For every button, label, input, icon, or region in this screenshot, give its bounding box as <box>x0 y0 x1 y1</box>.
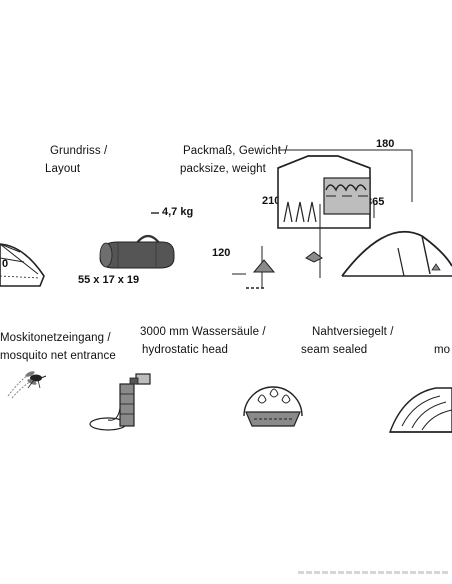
tent-ventilation-icon <box>388 387 452 433</box>
hydrostatic-label-en: hydrostatic head <box>142 344 228 356</box>
seam-sealed-icon <box>243 386 303 427</box>
bottom-decorative-bar <box>0 567 452 577</box>
cut-off-label: mo <box>434 344 451 356</box>
mosquito-label-en: mosquito net entrance <box>0 350 116 362</box>
packsize-label-de: Packmaß, Gewicht / <box>183 145 288 157</box>
layout-floorplan-diagram <box>0 243 45 287</box>
packsize-label-en: packsize, weight <box>180 163 266 175</box>
tent-dimension-drawing <box>232 149 452 289</box>
pack-bag-icon <box>99 234 175 269</box>
hydrostatic-column-icon <box>89 373 151 431</box>
packsize-value: 55 x 17 x 19 <box>78 274 140 286</box>
layout-partial-dimension: 0 <box>2 258 9 270</box>
layout-label-en: Layout <box>45 163 81 175</box>
dimension-120: 120 <box>212 247 231 259</box>
dimension-180: 180 <box>376 138 395 150</box>
seam-label-en: seam sealed <box>301 344 368 356</box>
seam-label-de: Nahtversiegelt / <box>312 326 394 338</box>
hydrostatic-label-de: 3000 mm Wassersäule / <box>140 326 266 338</box>
mosquito-icon <box>7 371 47 399</box>
weight-value: 4,7 kg <box>162 206 194 218</box>
layout-label-de: Grundriss / <box>50 145 108 157</box>
dimension-210: 210 <box>262 195 281 207</box>
weight-tick-icon <box>151 212 159 214</box>
mosquito-label-de: Moskitonetzeingang / <box>0 332 111 344</box>
